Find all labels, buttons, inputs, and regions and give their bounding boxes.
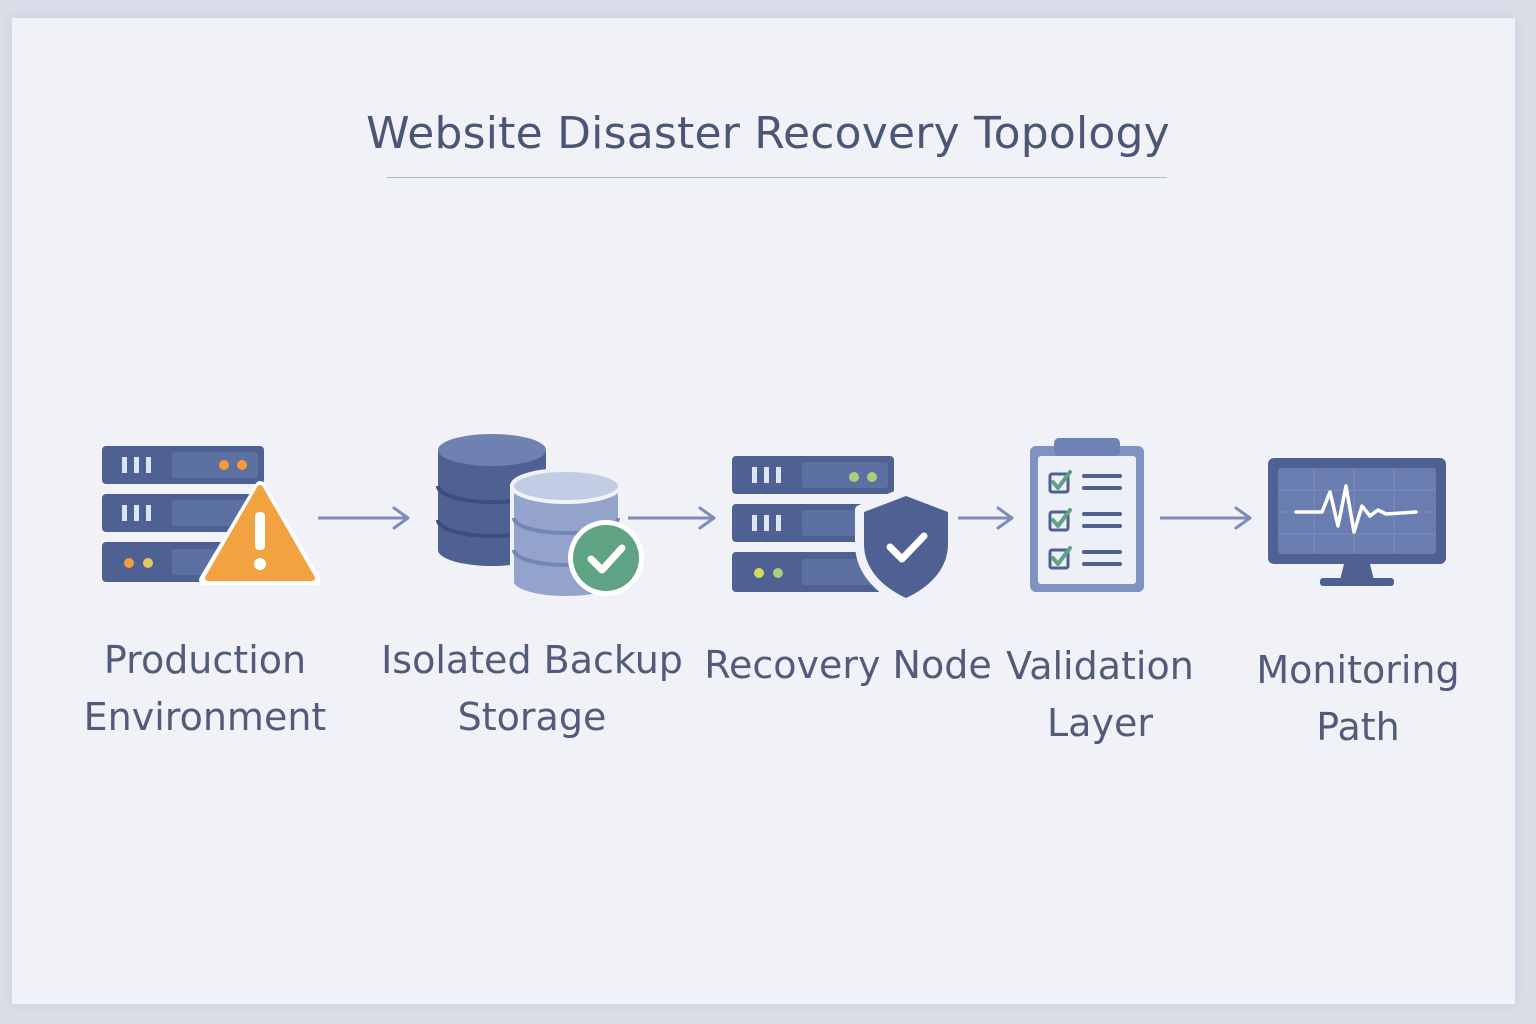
title-underline: [387, 177, 1167, 178]
server-warning-icon: [100, 442, 321, 592]
node-label-production: Production Environment: [55, 632, 355, 746]
label-line: Environment: [83, 695, 327, 739]
flow-arrow-2: [626, 504, 718, 532]
node-label-recovery: Recovery Node: [698, 637, 998, 694]
node-label-validation: Validation Layer: [995, 638, 1205, 752]
database-check-icon: [434, 430, 648, 602]
label-line: Storage: [457, 695, 607, 739]
clipboard-checklist-icon: [1026, 436, 1148, 596]
label-line: Path: [1316, 705, 1400, 749]
flow-arrow-4: [1158, 504, 1255, 532]
label-line: Monitoring: [1256, 648, 1460, 692]
flow-arrow-1: [316, 504, 413, 532]
label-line: Layer: [1047, 701, 1153, 745]
label-line: Recovery Node: [704, 643, 992, 687]
diagram-title: Website Disaster Recovery Topology: [366, 108, 1170, 159]
label-line: Isolated Backup: [381, 638, 683, 682]
label-line: Production: [103, 638, 307, 682]
server-shield-icon: [730, 452, 957, 607]
node-label-monitoring: Monitoring Path: [1248, 642, 1468, 756]
label-line: Validation: [1006, 644, 1194, 688]
flow-arrow-3: [956, 504, 1018, 532]
monitor-pulse-icon: [1266, 456, 1448, 590]
node-label-backup: Isolated Backup Storage: [378, 632, 686, 746]
